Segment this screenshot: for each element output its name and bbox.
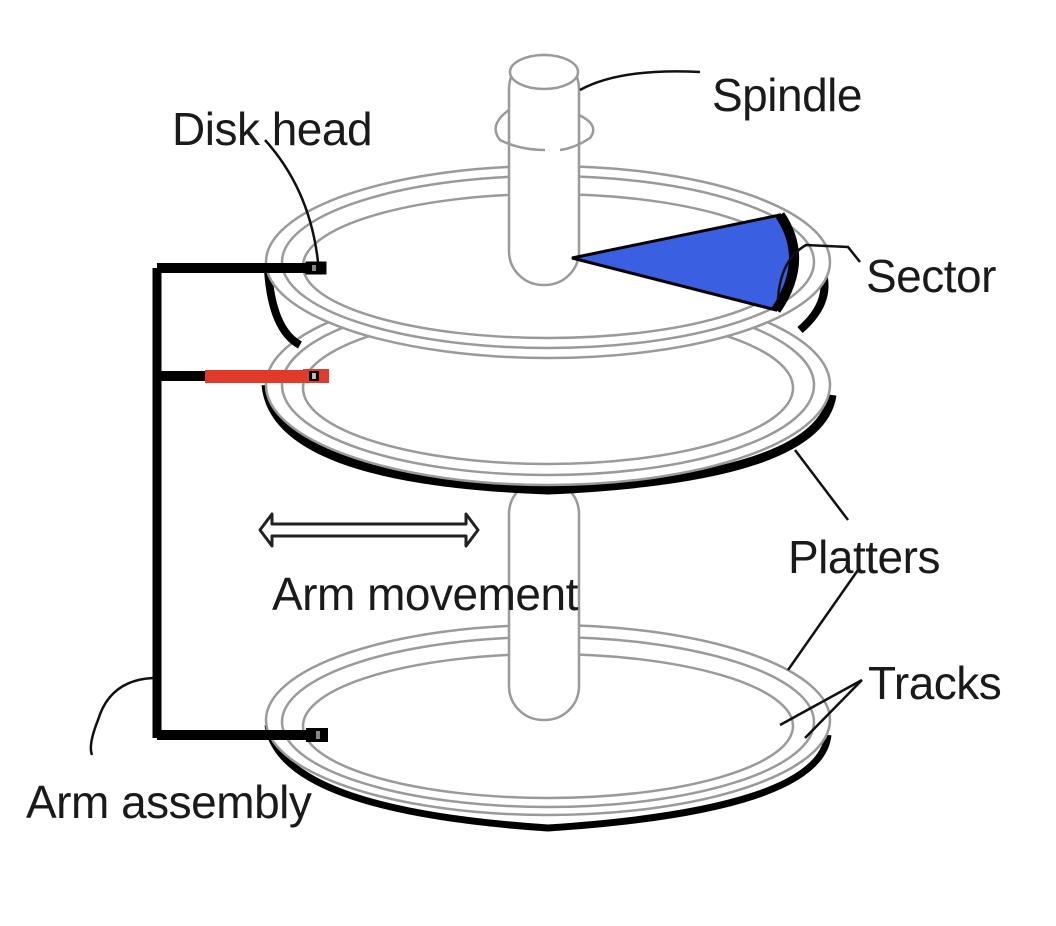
label-disk-head: Disk head xyxy=(172,103,373,155)
leader-lines xyxy=(89,70,863,756)
platters-leader-top xyxy=(794,449,849,521)
spindle xyxy=(494,53,595,287)
arm-movement-arrow-icon xyxy=(258,512,480,548)
sector-leader xyxy=(776,243,861,301)
tracks-leader-2 xyxy=(804,679,863,739)
label-sector: Sector xyxy=(866,250,996,302)
label-arm-movement: Arm movement xyxy=(272,568,578,620)
label-platters: Platters xyxy=(788,531,940,583)
platters-leader-bottom xyxy=(786,569,860,671)
label-spindle: Spindle xyxy=(712,69,862,121)
arm-assembly-leader xyxy=(89,676,154,756)
label-arm-assembly: Arm assembly xyxy=(26,776,312,828)
sector xyxy=(571,212,800,313)
disk-head-leader xyxy=(264,139,320,263)
label-tracks: Tracks xyxy=(868,657,1002,709)
arm-assembly xyxy=(152,261,329,742)
tracks-leader-1 xyxy=(779,678,863,727)
spindle-leader xyxy=(579,70,701,92)
